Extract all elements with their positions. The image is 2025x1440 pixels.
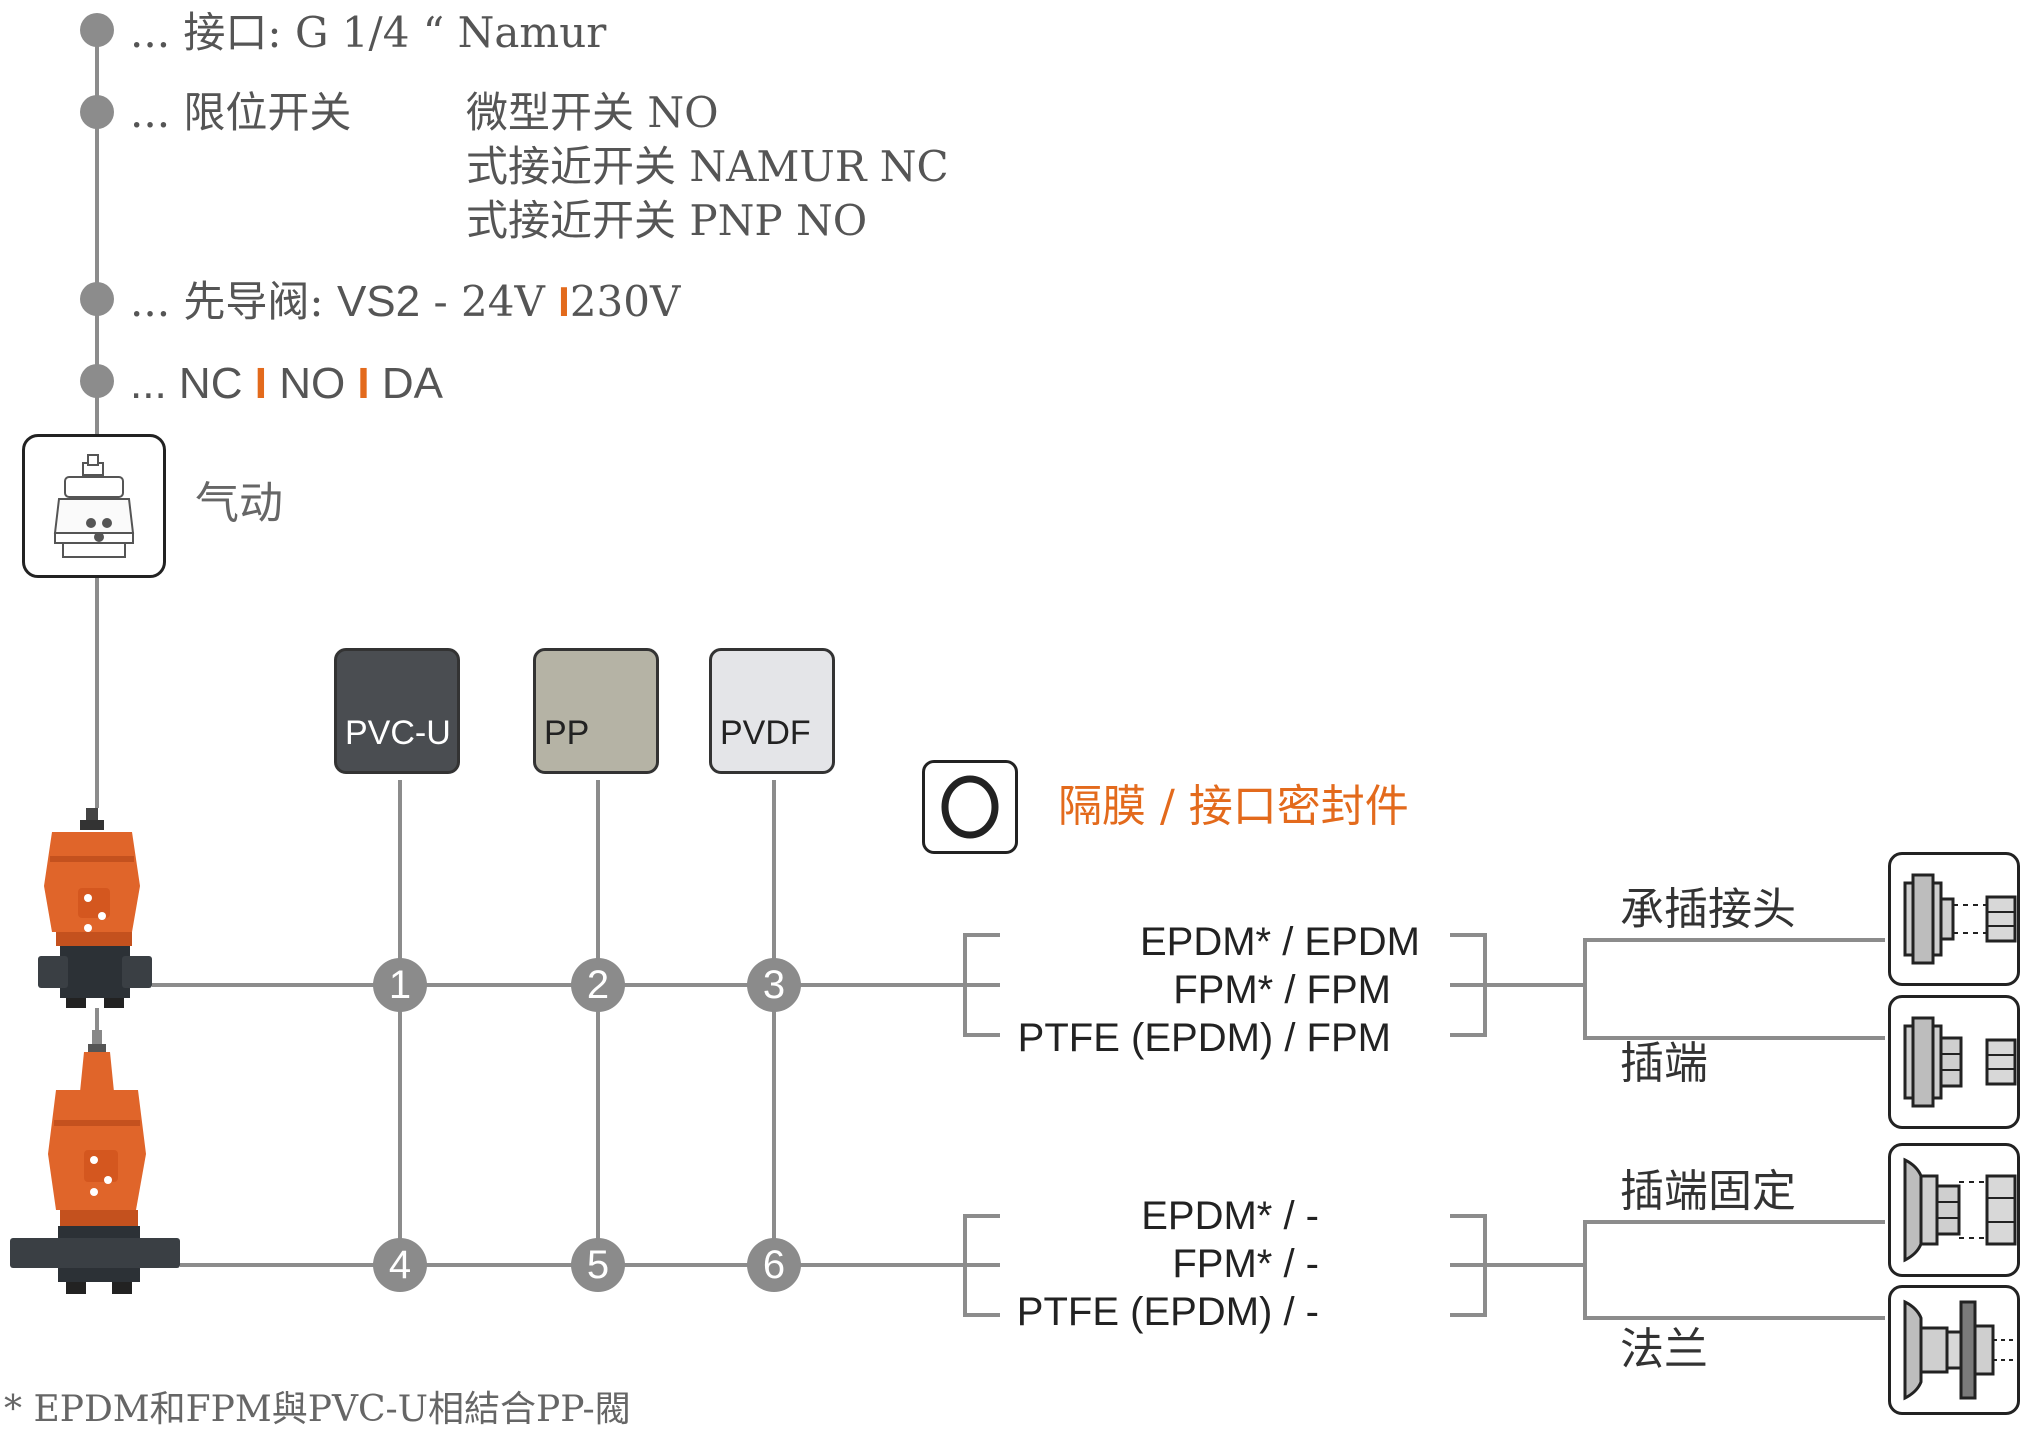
option-label: 先导阀:	[183, 277, 324, 326]
o-ring-icon	[922, 760, 1018, 854]
spigot-fixed-icon	[1888, 1143, 2020, 1277]
node-1: 1	[373, 958, 427, 1012]
node-3: 3	[747, 958, 801, 1012]
option-pilot-valve: ... 先导阀: VS2 - 24V I230V	[130, 280, 680, 324]
seal-option-bottom-1: EPDM* / -	[1141, 1194, 1319, 1238]
function-no: NO	[279, 359, 346, 408]
connection-label-flange: 法兰	[1620, 1324, 1708, 1375]
connection-label-spigot-fixed: 插端固定	[1620, 1166, 1796, 1217]
option-label: 限位开关	[183, 88, 352, 137]
limit-switch-option-1: 微型开关 NO	[466, 88, 719, 137]
function-da: DA	[381, 359, 444, 408]
separator: I	[558, 278, 570, 325]
seal-header-label: 隔膜 / 接口密封件	[1058, 781, 1409, 832]
limit-switch-option-3: 式接近开关 PNP NO	[466, 196, 868, 245]
pilot-valve-voltage-1: - 24V	[433, 277, 545, 326]
option-prefix: ...	[130, 8, 171, 57]
node-6: 6	[747, 1238, 801, 1292]
connection-label-spigot-union: 插端	[1620, 1038, 1708, 1089]
seal-option-top-2: FPM* / FPM	[1173, 968, 1391, 1012]
footnote: * EPDM和FPM與PVC-U相結合PP-閥	[4, 1389, 631, 1430]
option-limit-switch: ... 限位开关	[130, 92, 351, 134]
seal-option-top-3: PTFE (EPDM) / FPM	[1017, 1016, 1391, 1060]
option-prefix: ...	[130, 277, 171, 326]
spigot-union-icon	[1888, 995, 2020, 1129]
pneumatic-actuator-icon	[22, 434, 166, 578]
seal-option-top-1: EPDM* / EPDM	[1139, 920, 1420, 964]
material-label: PVDF	[720, 714, 811, 752]
connection-label-socket-union: 承插接头	[1620, 884, 1796, 935]
material-pvdf: PVDF	[709, 648, 835, 774]
seal-option-bottom-3: PTFE (EPDM) / -	[1016, 1290, 1319, 1334]
pilot-valve-model: VS2	[336, 277, 421, 326]
node-4: 4	[373, 1238, 427, 1292]
socket-union-icon	[1888, 852, 2020, 986]
material-pp: PP	[533, 648, 659, 774]
limit-switch-option-2: 式接近开关 NAMUR NC	[466, 142, 949, 191]
node-5: 5	[571, 1238, 625, 1292]
node-2: 2	[571, 958, 625, 1012]
material-label: PP	[544, 714, 590, 752]
actuator-label: 气动	[195, 478, 283, 529]
option-connection: ... 接口: G 1/4 “ Namur	[130, 12, 606, 54]
option-prefix: ...	[130, 88, 171, 137]
option-label: 接口:	[183, 8, 282, 57]
valve-image-union	[38, 808, 152, 1008]
pilot-valve-voltage-2: 230V	[569, 277, 681, 326]
separator: I	[254, 359, 267, 408]
option-prefix: ...	[130, 359, 167, 408]
flange-icon	[1888, 1285, 2020, 1415]
material-label: PVC-U	[345, 714, 451, 752]
separator: I	[357, 359, 370, 408]
material-pvc-u: PVC-U	[334, 648, 460, 774]
option-value: G 1/4 “ Namur	[294, 8, 607, 57]
valve-image-spigot	[10, 1030, 180, 1294]
option-function: ... NC I NO I DA	[130, 362, 443, 406]
function-nc: NC	[178, 359, 243, 408]
seal-option-bottom-2: FPM* / -	[1172, 1242, 1319, 1286]
